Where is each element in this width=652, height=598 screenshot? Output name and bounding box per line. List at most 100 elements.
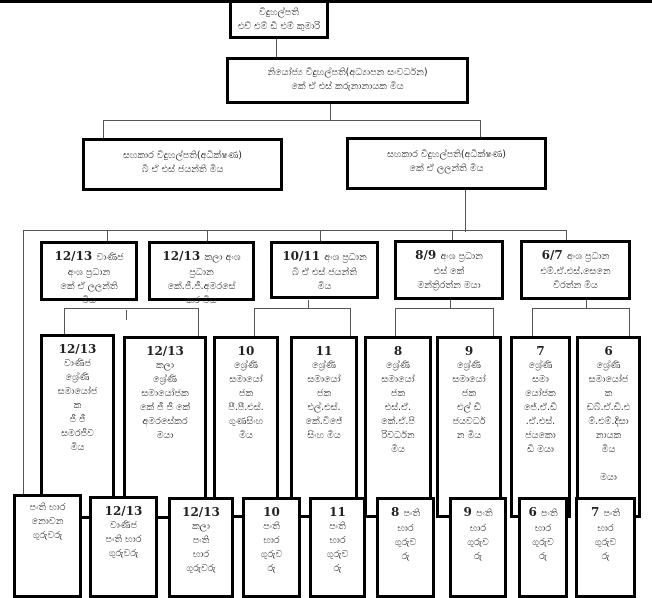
grade-coordinator-label-line: එල් ඩී bbox=[457, 402, 481, 413]
grade-coordinator-label-line: සමායෝ bbox=[307, 374, 341, 385]
class-teachers-label-line: පංති bbox=[263, 521, 280, 532]
grade-coordinator-label-line: මිය bbox=[239, 430, 253, 441]
assistant-principal-box-2: සහකාර විදුහල්පති(අධීක්ෂණ) කේ ඒ ලලන්ති මි… bbox=[346, 137, 547, 190]
connector-line bbox=[532, 308, 629, 309]
connector-line bbox=[480, 120, 481, 137]
grade-coordinator-label-line: මයා bbox=[600, 472, 617, 483]
grade-coordinator-label-line: කේ.විජේ bbox=[305, 416, 343, 427]
section-head-number: 12/13 වාණිජ bbox=[54, 249, 124, 263]
connector-line bbox=[107, 230, 108, 241]
class-teachers-box-1: පංති භාර නොවන ගුරුවරු bbox=[13, 494, 82, 598]
class-teachers-label-line: පංති භාර bbox=[105, 534, 142, 545]
connector-line bbox=[103, 120, 104, 138]
assistant-principal-name: බී ඒ එස් ජයන්ති මිය bbox=[141, 164, 224, 175]
grade-coordinator-label-line: ශ්‍රේණි bbox=[312, 360, 336, 371]
class-teachers-number: 11 bbox=[329, 505, 346, 519]
class-teachers-label-line: භාර bbox=[329, 535, 346, 546]
grade-coordinator-label-line: යෝජක bbox=[525, 388, 556, 399]
class-teachers-label-line: භාර bbox=[192, 549, 210, 560]
class-teachers-label-line: පංති භාර bbox=[29, 502, 66, 513]
section-head-label-line: කර මිය bbox=[186, 295, 217, 306]
connector-line bbox=[64, 308, 199, 309]
principal-title: විදුහල්පති bbox=[259, 7, 299, 18]
class-teachers-label-line: ගුරුව bbox=[532, 537, 554, 548]
connector-line bbox=[320, 230, 321, 241]
section-head-label-line: අංශ ප්‍රධාන bbox=[566, 251, 610, 262]
connector-line bbox=[452, 230, 453, 240]
class-teachers-label-line: පංති bbox=[540, 508, 558, 519]
section-head-label-line: එම්.ඒ.එස්.සෙනෙ bbox=[540, 266, 611, 277]
grade-coordinator-number: 10 bbox=[237, 344, 255, 358]
grade-coordinator-label-line: ජක bbox=[316, 388, 332, 399]
connector-line bbox=[395, 308, 493, 309]
grade-coordinator-label-line: ජයකො bbox=[525, 430, 556, 441]
section-head-label-line: ප්‍රධාන bbox=[189, 267, 214, 278]
class-teachers-number: 10 bbox=[263, 505, 280, 519]
class-teachers-label-line: භාර bbox=[263, 535, 280, 546]
deputy-principal-box: නියෝජ්‍ය විදුහල්පති(අධ්‍යාපන සංවර්ධන) කේ… bbox=[226, 57, 469, 104]
grade-coordinator-label-line: මයා bbox=[156, 430, 174, 441]
grade-coordinator-label-line: සමායෝජක bbox=[141, 388, 189, 399]
class-teachers-label-line: ගුරුව bbox=[594, 537, 617, 548]
grade-coordinator-label-line: සමා bbox=[532, 374, 549, 385]
grade-coordinator-label-line: සමායෝ bbox=[452, 374, 486, 385]
class-teachers-number: 7 පංති bbox=[590, 505, 621, 519]
grade-coordinator-label-line: ජයවර්ධ bbox=[452, 416, 486, 427]
class-teachers-label-line: භාර bbox=[469, 523, 487, 534]
connector-line bbox=[532, 308, 533, 336]
grade-coordinator-label-line: ශ්‍රේණි bbox=[528, 360, 553, 371]
grade-coordinator-number: 12/13 bbox=[146, 344, 184, 358]
section-head-label-line: අංශ ප්‍රධාන bbox=[440, 251, 483, 262]
class-teachers-label-line: පංති bbox=[403, 508, 421, 519]
grade-coordinator-label-line: ශ්‍රේණි bbox=[596, 360, 621, 371]
grade-coordinator-label-line: ජක bbox=[238, 388, 254, 399]
section-head-label-line: මන්ත්‍රිරත්න මයා bbox=[417, 280, 481, 291]
connector-line bbox=[450, 300, 451, 308]
section-head-label-line: කේ.ජී.ජී.අමරසේ bbox=[167, 281, 236, 292]
class-teachers-label-line: ගුරුවරු bbox=[32, 530, 63, 541]
section-head-number: 10/11 අංශ ප්‍රධාන bbox=[282, 249, 367, 263]
class-teachers-number: 12/13 bbox=[104, 504, 143, 518]
class-teachers-number: 9 පංති bbox=[463, 505, 493, 519]
grade-coordinator-label-line: සමරජීව bbox=[61, 428, 94, 439]
connector-line bbox=[126, 310, 127, 320]
grade-coordinator-number: 8 bbox=[393, 344, 403, 358]
grade-coordinator-label-line: ශ්‍රේණි bbox=[65, 372, 90, 383]
grade-coordinator-label-line: .ඒ.එස්. bbox=[525, 416, 556, 427]
class-teachers-label-line: භාර bbox=[534, 523, 552, 534]
class-teachers-label-line: කලා bbox=[191, 521, 211, 532]
grade-coordinator-label-line: මිය bbox=[70, 442, 85, 453]
grade-coordinator-label-line: න මිය bbox=[456, 430, 482, 441]
grade-coordinator-label-line: ශ්‍රේණි bbox=[386, 360, 410, 371]
grade-coordinator-label-line: වාණිජ bbox=[63, 358, 92, 369]
grade-coordinator-label-line: සමායෝ bbox=[229, 374, 263, 385]
class-teachers-label-line: රු bbox=[474, 551, 482, 562]
grade-coordinator-label-line: එස්.ඒ. bbox=[384, 402, 412, 413]
connector-line bbox=[330, 104, 331, 120]
class-teachers-label-line: පංති bbox=[192, 535, 210, 546]
grade-coordinator-label-line: ඩබ්.ඒ.ඩී.එ bbox=[586, 402, 631, 413]
principal-box: විදුහල්පති එච් එම් ඩී එම් කුමාරි bbox=[229, 0, 329, 39]
class-teachers-label-line: නොවන bbox=[31, 516, 64, 527]
grade-coordinator-label-line: ම්.එම්.දිසා bbox=[588, 416, 629, 427]
grade-coordinator-number: 7 bbox=[536, 344, 545, 358]
class-teachers-label-line: පංති bbox=[475, 508, 493, 519]
class-teachers-label-line: රු bbox=[539, 551, 547, 562]
class-teachers-label-line: ගුරුව bbox=[260, 549, 283, 560]
grade-coordinator-number: 11 bbox=[315, 344, 333, 358]
grade-coordinator-label-line: ශ්‍රේණි bbox=[153, 374, 177, 385]
grade-coordinator-label-line: ජක bbox=[461, 388, 477, 399]
